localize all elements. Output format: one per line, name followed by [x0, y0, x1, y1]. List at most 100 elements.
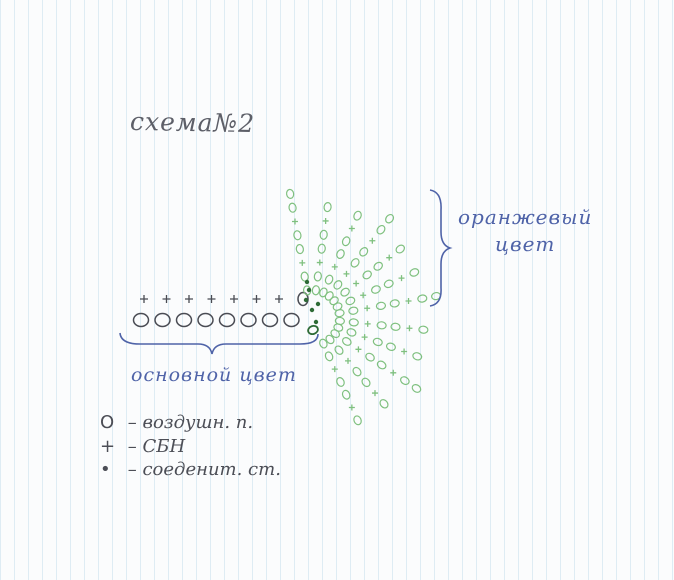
legend-chain-text: воздушн. п.: [142, 412, 254, 433]
single-crochet-stitch: [406, 325, 413, 332]
legend-chain: O – воздушн. п.: [100, 412, 253, 433]
single-crochet-stitch: [360, 292, 367, 299]
chain-stitch: [336, 376, 345, 387]
chain-stitch: [218, 312, 236, 328]
chain-stitch: [240, 312, 257, 328]
chain-stitch: [336, 249, 345, 260]
chain-stitch: [288, 202, 297, 213]
bottom-brace: [119, 332, 319, 355]
chain-stitch: [379, 399, 389, 409]
chain-stitch: [390, 322, 401, 331]
single-crochet-stitch: [364, 320, 371, 327]
single-crochet-stitch: [322, 217, 329, 224]
chain-stitch: [348, 318, 359, 327]
legend-dash: –: [127, 412, 137, 433]
chain-stitch: [132, 312, 150, 328]
single-crochet-stitch: [401, 348, 408, 355]
chain-stitch: [359, 247, 369, 257]
chain-stitch: [340, 287, 350, 297]
single-crochet-stitch: [299, 259, 306, 266]
chain-stitch: [412, 352, 423, 361]
chain-stitch: [342, 337, 352, 346]
single-crochet-stitch: [140, 295, 148, 303]
chain-stitch: [334, 345, 344, 355]
chain-stitch: [285, 188, 295, 199]
single-crochet-stitch: [369, 237, 376, 244]
chain-stitch: [373, 261, 383, 271]
slip-stitch: [313, 319, 319, 325]
chain-stitch: [385, 342, 396, 351]
chain-stitch: [341, 389, 351, 400]
chain-stitch: [376, 321, 387, 330]
single-crochet-stitch: [252, 295, 261, 303]
chain-stitch: [376, 360, 387, 370]
single-crochet-stitch: [398, 275, 405, 282]
slip-stitch-symbol: •: [100, 459, 111, 480]
chain-stitch: [293, 230, 302, 241]
single-crochet-stitch: [364, 305, 371, 312]
chain-stitch: [297, 291, 309, 307]
chain-stitch: [417, 294, 428, 303]
chain-stitch: [385, 213, 395, 224]
chain-stitch: [317, 243, 326, 254]
chain-stitch: [353, 415, 362, 426]
chain-stitch: [311, 285, 321, 296]
orange-color-label-line2: цвет: [495, 232, 556, 256]
chain-stitch: [175, 312, 193, 328]
legend-dash: –: [127, 459, 137, 480]
base-row: [132, 291, 309, 328]
chain-stitch: [418, 325, 429, 334]
chain-stitch: [330, 329, 341, 339]
chain-stitch: [283, 312, 300, 328]
chain-stitch: [353, 210, 362, 221]
slip-stitch: [309, 307, 315, 313]
single-crochet-stitch: [371, 390, 378, 397]
legend-dash: –: [127, 436, 137, 457]
single-crochet-symbol: +: [100, 436, 116, 457]
chain-symbol: O: [100, 412, 115, 433]
chain-stitch: [197, 312, 214, 328]
chain-stitch: [333, 280, 343, 290]
single-crochet-stitch: [405, 297, 412, 304]
chain-stitch: [400, 376, 410, 386]
chain-stitch: [319, 229, 328, 240]
chain-stitch: [370, 285, 381, 294]
chain-stitch: [341, 236, 351, 247]
chain-stitch: [313, 271, 322, 282]
chain-stitch: [324, 351, 334, 362]
chain-stitch: [323, 202, 332, 213]
single-crochet-stitch: [162, 295, 171, 303]
orange-rays: [285, 188, 442, 426]
chain-stitch: [345, 296, 356, 306]
slip-stitch: [306, 287, 312, 293]
chain-stitch: [375, 301, 387, 310]
slip-stitch: [315, 301, 321, 307]
chain-stitch: [324, 291, 334, 301]
chain-stitch: [319, 338, 328, 349]
chain-stitch: [154, 312, 171, 328]
chain-stitch: [334, 309, 345, 318]
single-crochet-stitch: [230, 295, 238, 303]
chain-stitch: [362, 270, 372, 280]
single-crochet-stitch: [390, 369, 397, 376]
chain-stitch: [295, 243, 304, 255]
single-crochet-stitch: [207, 295, 216, 303]
right-brace: [429, 189, 453, 307]
chain-stitch: [365, 352, 375, 362]
legend-single-crochet-text: СБН: [142, 436, 186, 457]
main-color-label: основной цвет: [131, 364, 297, 386]
single-crochet-stitch: [185, 295, 193, 303]
chain-stitch: [361, 377, 371, 388]
single-crochet-stitch: [316, 259, 323, 266]
single-crochet-stitch: [348, 225, 355, 232]
chain-stitch: [383, 279, 394, 289]
orange-color-label: оранжевый: [458, 205, 593, 229]
single-crochet-stitch: [355, 346, 362, 353]
single-crochet-stitch: [331, 263, 338, 270]
legend-single-crochet: + – СБН: [100, 436, 185, 457]
single-crochet-stitch: [275, 295, 283, 303]
chain-stitch: [395, 244, 406, 254]
chain-stitch: [389, 299, 400, 308]
chain-stitch: [346, 328, 357, 337]
